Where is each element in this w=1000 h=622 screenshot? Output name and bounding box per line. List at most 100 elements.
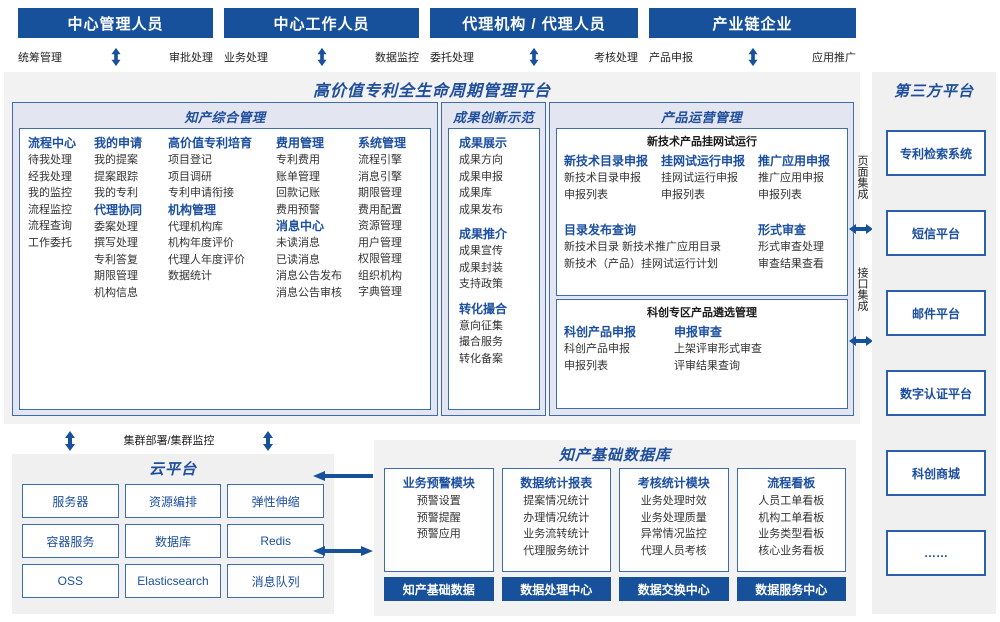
cloud-cell-2[interactable]: 弹性伸缩 — [227, 484, 324, 518]
menu-item[interactable]: 成果申报 — [459, 170, 503, 183]
menu-group-head[interactable]: 挂网试运行申报 — [661, 154, 746, 168]
database-footer-1[interactable]: 数据处理中心 — [501, 577, 611, 601]
role-bar-3[interactable]: 产业链企业 — [649, 8, 856, 38]
menu-item[interactable]: 支持政策 — [459, 278, 503, 290]
menu-group-head[interactable]: 形式审查 — [758, 223, 807, 237]
menu-group-head[interactable]: 新技术目录申报 — [564, 154, 649, 168]
third-party-item-4[interactable]: 科创商城 — [886, 450, 986, 496]
menu-group-head[interactable]: 高价值专利培育 — [168, 136, 253, 150]
cloud-cell-0[interactable]: 服务器 — [22, 484, 119, 518]
database-card-item[interactable]: 代理服务统计 — [523, 544, 590, 557]
menu-item[interactable]: 未读消息 — [276, 237, 320, 249]
role-bar-0[interactable]: 中心管理人员 — [18, 8, 213, 38]
cloud-cell-3[interactable]: 容器服务 — [22, 524, 119, 558]
cloud-cell-5[interactable]: Redis — [227, 524, 324, 558]
menu-group-head[interactable]: 消息中心 — [276, 219, 325, 233]
database-card-item[interactable]: 业务流转统计 — [523, 528, 590, 540]
database-card-item[interactable]: 预警应用 — [416, 528, 461, 540]
database-card-item[interactable]: 业务处理质量 — [640, 511, 707, 524]
menu-item[interactable]: 流程引擎 — [358, 154, 402, 166]
database-card-head[interactable]: 数据统计报表 — [520, 476, 593, 490]
menu-item[interactable]: 撮合服务 — [459, 336, 503, 348]
menu-item[interactable]: 期限管理 — [94, 270, 138, 282]
menu-group-head[interactable]: 系统管理 — [358, 136, 407, 150]
menu-item[interactable]: 新技术目录 新技术推广应用目录 — [564, 241, 722, 253]
menu-group-head[interactable]: 科创产品申报 — [564, 325, 637, 339]
database-card-item[interactable]: 代理人员考核 — [640, 544, 707, 557]
menu-group-head[interactable]: 费用管理 — [276, 136, 325, 150]
menu-item[interactable]: 权限管理 — [358, 253, 402, 265]
menu-item[interactable]: 机构信息 — [94, 286, 138, 299]
menu-item[interactable]: 经我处理 — [28, 170, 72, 183]
database-card-item[interactable]: 机构工单看板 — [758, 511, 825, 524]
menu-item[interactable]: 已读消息 — [276, 253, 320, 266]
menu-item[interactable]: 消息引擎 — [358, 170, 402, 183]
menu-item[interactable]: 推广应用申报 — [758, 172, 824, 184]
database-card-item[interactable]: 办理情况统计 — [523, 511, 590, 524]
cloud-cell-4[interactable]: 数据库 — [124, 524, 222, 558]
database-card-item[interactable]: 业务类型看板 — [758, 528, 825, 540]
menu-item[interactable]: 成果宣传 — [459, 245, 503, 257]
cloud-cell-6[interactable]: OSS — [22, 564, 119, 598]
menu-item[interactable]: 撰写处理 — [94, 237, 138, 249]
menu-item[interactable]: 挂网试运行申报 — [661, 172, 738, 184]
menu-item[interactable]: 流程监控 — [28, 203, 72, 216]
database-footer-3[interactable]: 数据服务中心 — [736, 577, 846, 601]
menu-item[interactable]: 申报列表 — [564, 188, 608, 201]
menu-group-head[interactable]: 申报审查 — [674, 325, 723, 339]
database-card-head[interactable]: 考核统计模块 — [637, 476, 710, 490]
menu-group-head[interactable]: 机构管理 — [168, 202, 217, 217]
menu-group-head[interactable]: 目录发布查询 — [564, 223, 637, 237]
menu-item[interactable]: 项目登记 — [168, 154, 212, 166]
database-card-head[interactable]: 业务预警模块 — [402, 476, 475, 490]
menu-item[interactable]: 项目调研 — [168, 170, 212, 183]
menu-group-head[interactable]: 转化撮合 — [459, 301, 508, 316]
menu-item[interactable]: 成果发布 — [459, 203, 503, 216]
database-card-head[interactable]: 流程看板 — [767, 476, 816, 490]
menu-group-head[interactable]: 推广应用申报 — [758, 154, 831, 168]
role-bar-2[interactable]: 代理机构 / 代理人员 — [430, 8, 638, 38]
menu-group-head[interactable]: 成果展示 — [459, 136, 508, 150]
menu-item[interactable]: 费用预警 — [276, 203, 320, 216]
menu-item[interactable]: 用户管理 — [358, 236, 402, 249]
menu-item[interactable]: 上架评审形式审查 — [674, 343, 762, 355]
database-footer-2[interactable]: 数据交换中心 — [619, 577, 729, 601]
database-card-item[interactable]: 预警提醒 — [416, 511, 461, 524]
menu-group-head[interactable]: 我的申请 — [94, 136, 143, 150]
menu-item[interactable]: 我的监控 — [28, 187, 72, 199]
menu-item[interactable]: 评审结果查询 — [674, 359, 740, 372]
menu-item[interactable]: 资源管理 — [358, 220, 402, 232]
database-card-item[interactable]: 业务处理时效 — [640, 495, 707, 507]
menu-item[interactable]: 回款记账 — [276, 187, 320, 199]
menu-item[interactable]: 新技术目录申报 — [564, 172, 641, 184]
menu-item[interactable]: 新技术（产品）挂网试运行计划 — [564, 257, 718, 270]
menu-item[interactable]: 期限管理 — [358, 187, 402, 199]
database-card-item[interactable]: 核心业务看板 — [758, 544, 825, 557]
menu-item[interactable]: 账单管理 — [276, 170, 320, 183]
menu-item[interactable]: 审查结果查看 — [758, 257, 824, 270]
menu-item[interactable]: 字典管理 — [358, 286, 402, 298]
third-party-item-0[interactable]: 专利检索系统 — [886, 130, 986, 176]
menu-group-head[interactable]: 代理协同 — [94, 202, 143, 217]
menu-item[interactable]: 提案跟踪 — [94, 170, 138, 183]
menu-item[interactable]: 专利答复 — [94, 253, 138, 266]
menu-item[interactable]: 成果封装 — [459, 261, 503, 274]
menu-item[interactable]: 费用配置 — [358, 203, 402, 216]
menu-item[interactable]: 专利申请衔接 — [168, 187, 234, 199]
database-card-item[interactable]: 预警设置 — [416, 495, 461, 507]
menu-item[interactable]: 消息公告审核 — [276, 286, 342, 299]
menu-item[interactable]: 消息公告发布 — [276, 270, 342, 282]
third-party-item-2[interactable]: 邮件平台 — [886, 290, 986, 336]
third-party-item-5[interactable]: …… — [886, 530, 986, 576]
menu-item[interactable]: 申报列表 — [661, 188, 705, 201]
menu-item[interactable]: 工作委托 — [28, 236, 72, 249]
menu-item[interactable]: 机构年度评价 — [168, 237, 234, 249]
menu-item[interactable]: 数据统计 — [168, 270, 212, 282]
menu-item[interactable]: 待我处理 — [28, 154, 72, 166]
menu-item[interactable]: 代理人年度评价 — [168, 253, 245, 266]
menu-item[interactable]: 申报列表 — [564, 359, 608, 372]
cloud-cell-1[interactable]: 资源编排 — [124, 484, 222, 518]
menu-item[interactable]: 我的提案 — [94, 154, 138, 166]
menu-item[interactable]: 形式审查处理 — [758, 241, 824, 253]
database-footer-0[interactable]: 知产基础数据 — [384, 577, 494, 601]
